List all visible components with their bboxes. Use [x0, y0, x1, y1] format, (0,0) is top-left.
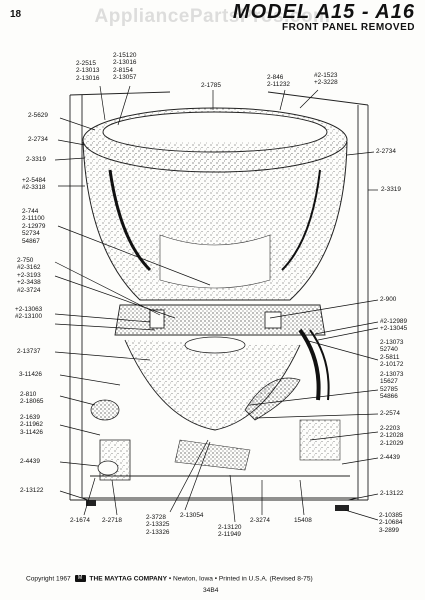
maytag-logo-icon: M [74, 575, 86, 582]
footer-details: • Newton, Iowa • Printed in U.S.A. (Revi… [168, 575, 313, 583]
callout-label: 2-744 2-11100 2-12979 52734 54867 [22, 208, 46, 245]
callout-label: 15408 [294, 517, 312, 524]
company-name: THE MAYTAG COMPANY [89, 575, 167, 583]
callout-label: 2-5629 [28, 112, 48, 119]
callout-label: 2-13073 15627 52785 54866 [380, 371, 404, 401]
leader-lines [54, 85, 379, 523]
callout-label: 2-900 [380, 296, 397, 303]
callout-label: 2-810 2-18065 [20, 391, 44, 406]
callout-label: 2-3319 [26, 156, 46, 163]
callout-label: 2-2574 [380, 410, 400, 417]
callout-label: 2-750 #2-3162 +2-3193 +2-3438 #2-3724 [17, 257, 41, 294]
callout-label: 2-4439 [380, 454, 400, 461]
copyright-text: Copyright 1967 [26, 575, 71, 583]
model-title: MODEL A15 - A16 [232, 1, 415, 23]
callout-label: +2-13063 #2-13100 [15, 306, 43, 321]
callout-label: 2-15120 2-13016 2-8154 2-13057 [113, 52, 137, 82]
tub-assembly [82, 107, 348, 301]
callout-label: +2-5484 #2-3318 [22, 177, 46, 192]
callout-label: 2-13737 [17, 348, 41, 355]
callout-label: 2-3274 [250, 517, 270, 524]
callout-label: 2-1674 [70, 517, 90, 524]
callout-label: 2-2718 [102, 517, 122, 524]
callout-label: 2-2734 [28, 136, 48, 143]
callout-label: #2-1523 +2-3228 [314, 72, 338, 87]
callout-label: 2-13073 52740 2-5811 2-10172 [380, 339, 404, 369]
diagram-title: MODEL A15 - A16 FRONT PANEL REMOVED [233, 2, 415, 34]
callout-label: 2-3728 2-13325 2-13326 [146, 514, 170, 536]
callout-label: 2-1785 [201, 82, 221, 89]
base-assembly [86, 304, 349, 511]
section-subtitle: FRONT PANEL REMOVED [281, 22, 415, 33]
callout-label: 2-2203 2-12028 2-12029 [380, 425, 404, 447]
copyright-footer: Copyright 1967 M THE MAYTAG COMPANY • Ne… [26, 575, 313, 582]
callout-label: 2-1639 2-11962 3-11426 [20, 414, 43, 436]
callout-label: 2-13122 [20, 487, 44, 494]
cabinet-frame [69, 91, 369, 501]
callout-label: #2-12989 +2-13045 [380, 318, 408, 333]
callout-label: 2-2734 [376, 148, 396, 155]
callout-label: 2-2515 2-13013 2-13016 [76, 60, 100, 82]
callout-label: 2-13122 [380, 490, 404, 497]
callout-label: 2-10385 2-10684 3-2899 [379, 512, 403, 534]
callout-label: 2-4439 [20, 458, 40, 465]
page-code: 34B4 [203, 587, 219, 594]
callout-label: 2-846 2-11232 [267, 74, 290, 89]
callout-label: 3-11426 [19, 371, 42, 378]
callout-label: 2-3319 [381, 186, 401, 193]
callout-label: 2-13054 [180, 512, 204, 519]
callout-label: 2-13120 2-11949 [218, 524, 242, 539]
page-number: 18 [10, 9, 22, 20]
